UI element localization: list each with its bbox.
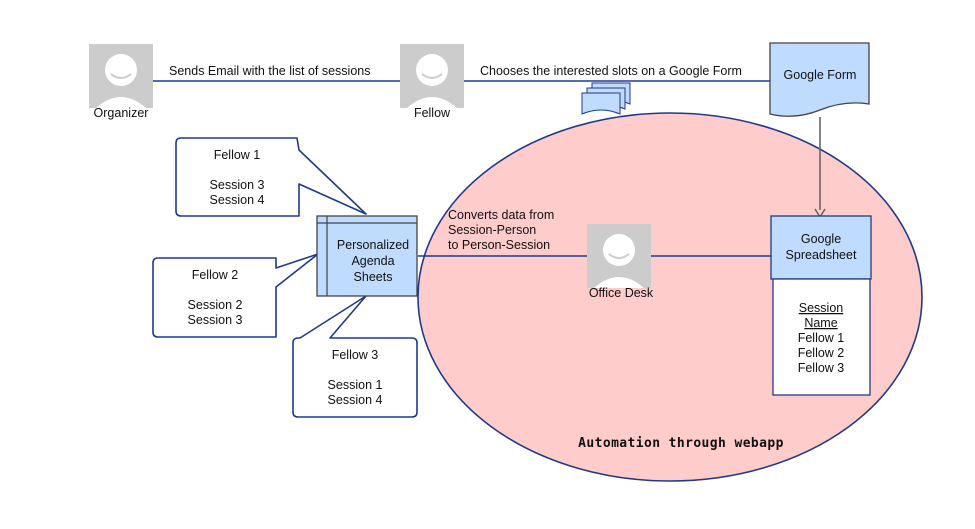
documents-stack-icon — [581, 82, 631, 115]
agenda-sheets-node — [316, 215, 418, 297]
callout-2-name: Fellow 2 — [192, 268, 239, 282]
office-desk-avatar-icon — [587, 224, 651, 288]
callout-3-session-1: Session 1 — [328, 378, 383, 392]
callout-1-session-1: Session 3 — [210, 178, 265, 192]
convert-label-line-2: Session-Person — [448, 223, 536, 237]
callout-fellow-1 — [175, 137, 367, 217]
callout-2-session-2: Session 3 — [188, 313, 243, 327]
callout-fellow-2 — [152, 253, 319, 338]
convert-label-line-3: to Person-Session — [448, 238, 550, 252]
fellow-avatar-icon — [400, 44, 464, 108]
spreadsheet-row-1: Fellow 1 — [798, 331, 845, 345]
spreadsheet-title-line-1: Google — [801, 232, 841, 246]
agenda-label-line-3: Sheets — [354, 270, 393, 284]
spreadsheet-column-header-1: Session — [799, 301, 844, 315]
organizer-avatar-icon — [89, 44, 153, 108]
spreadsheet-body — [772, 278, 871, 396]
callout-3-name: Fellow 3 — [332, 348, 379, 362]
convert-label-line-1: Converts data from — [448, 208, 554, 222]
google-form-label: Google Form — [784, 68, 857, 82]
callout-1-session-2: Session 4 — [210, 193, 265, 207]
spreadsheet-column-header-2: Name — [804, 316, 837, 330]
spreadsheet-row-3: Fellow 3 — [798, 361, 845, 375]
organizer-label: Organizer — [94, 106, 149, 120]
automation-label: Automation through webapp — [578, 436, 784, 451]
agenda-label-line-2: Agenda — [351, 254, 394, 268]
callout-fellow-3 — [292, 295, 418, 418]
callout-1-name: Fellow 1 — [214, 148, 261, 162]
fellow-label: Fellow — [414, 106, 451, 120]
callout-3-session-2: Session 4 — [328, 393, 383, 407]
spreadsheet-title-line-2: Spreadsheet — [786, 248, 857, 262]
office-desk-label: Office Desk — [589, 286, 654, 300]
callout-2-session-1: Session 2 — [188, 298, 243, 312]
email-edge-label: Sends Email with the list of sessions — [169, 64, 370, 78]
form-edge-label: Chooses the interested slots on a Google… — [480, 64, 742, 78]
agenda-label-line-1: Personalized — [337, 238, 409, 252]
spreadsheet-row-2: Fellow 2 — [798, 346, 845, 360]
google-form-node — [769, 42, 870, 117]
